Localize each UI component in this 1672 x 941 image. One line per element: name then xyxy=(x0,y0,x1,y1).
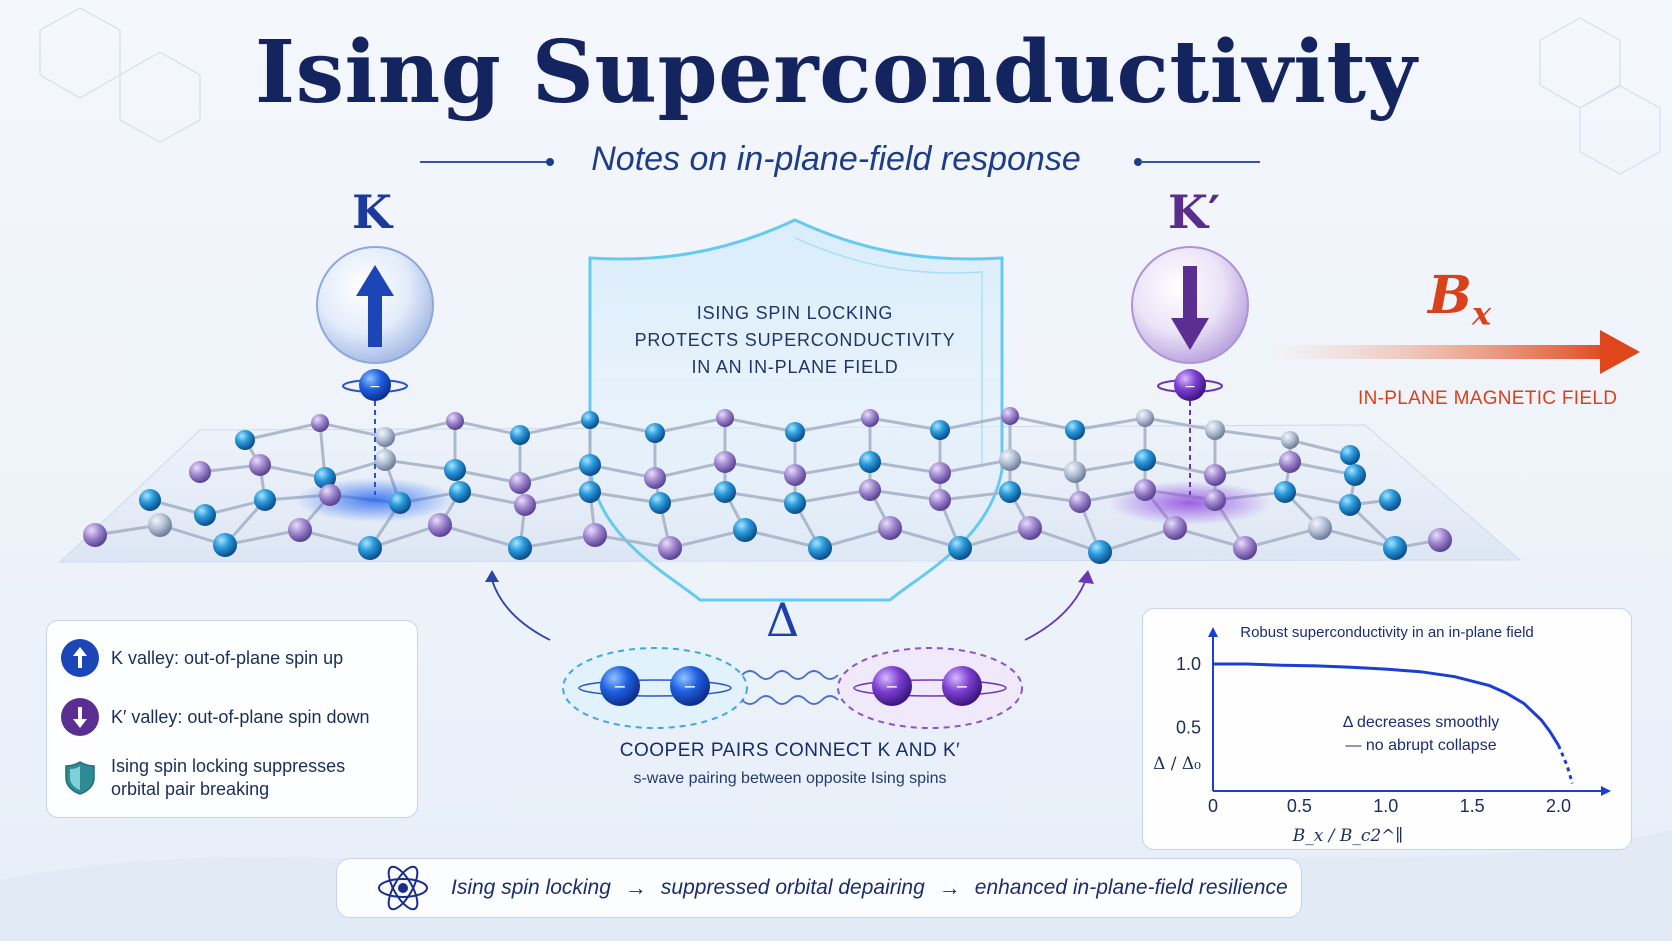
kprime-connect-arrow xyxy=(1024,581,1086,641)
lattice-atoms xyxy=(83,407,1452,564)
gap-vs-field-chart: Robust superconductivity in an in-plane … xyxy=(1153,624,1611,846)
cooper-electron-3 xyxy=(872,666,912,706)
cooper-pair-k-cloud xyxy=(562,647,748,729)
gap-vs-field-graph-panel: Robust superconductivity in an in-plane … xyxy=(1142,608,1632,850)
protection-shield xyxy=(588,218,1004,602)
legend-item-k: K valley: out-of-plane spin up xyxy=(61,639,343,677)
spin-down-arrow-icon xyxy=(61,698,99,736)
subtitle-left-dot xyxy=(546,158,554,166)
pairing-wave-top xyxy=(741,670,839,680)
page-title: Ising Superconductivity xyxy=(254,22,1418,123)
svg-text:−: − xyxy=(613,677,626,696)
flow-step-1: Ising spin locking xyxy=(451,876,611,899)
svg-text:−: − xyxy=(369,379,381,395)
subtitle: Notes on in-plane-field response xyxy=(591,140,1081,178)
k-valley-label: K xyxy=(352,185,392,239)
flow-arrow-1: → xyxy=(624,875,647,900)
flow-step-2: suppressed orbital depairing xyxy=(660,876,925,899)
cooper-electron-2 xyxy=(670,666,710,706)
y-tick-label-0: 0.5 xyxy=(1176,718,1201,738)
shield-line-3: IN AN IN-PLANE FIELD xyxy=(691,357,899,377)
field-arrow-head xyxy=(1600,330,1640,374)
x-tick-label-3: 1.5 xyxy=(1460,796,1485,816)
chart-title: Robust superconductivity in an in-plane … xyxy=(1240,624,1534,641)
chart-annotation-line-1: Δ decreases smoothly xyxy=(1343,714,1500,731)
cooper-pair-subcaption: s-wave pairing between opposite Ising sp… xyxy=(633,770,947,787)
k-connect-arrow xyxy=(491,579,551,641)
atom-icon xyxy=(378,865,428,911)
chart-annotation-line-2: — no abrupt collapse xyxy=(1345,737,1496,754)
y-axis-arrowhead xyxy=(1208,627,1218,637)
shield-text: ISING SPIN LOCKING PROTECTS SUPERCONDUCT… xyxy=(620,300,970,381)
kprime-valley-glow xyxy=(1108,481,1272,525)
x-tick-label-0: 0 xyxy=(1208,796,1218,816)
subtitle-left-rule xyxy=(420,161,548,163)
y-tick-label-1: 1.0 xyxy=(1176,654,1201,674)
spin-up-arrow-icon xyxy=(61,639,99,677)
svg-text:−: − xyxy=(1184,379,1196,395)
gap-curve-solid xyxy=(1213,662,1560,747)
k-spin-up-arrow-icon xyxy=(356,265,394,347)
field-symbol-letter: B xyxy=(1428,265,1472,326)
y-axis-label: Δ / Δ₀ xyxy=(1153,754,1201,774)
cooper-pair-caption: COOPER PAIRS CONNECT K AND K′ xyxy=(619,740,961,761)
flow-arrow-2: → xyxy=(938,875,961,900)
cooper-electron-1 xyxy=(600,666,640,706)
svg-text:−: − xyxy=(955,677,968,696)
cooper-pair-kprime-cloud xyxy=(837,647,1023,729)
legend-panel: K valley: out-of-plane spin up K′ valley… xyxy=(46,620,418,818)
x-axis-label: B_x / B_c2^∥ xyxy=(1292,826,1404,846)
field-symbol-subscript: x xyxy=(1471,294,1492,333)
legend-item-shield: Ising spin locking suppresses orbital pa… xyxy=(61,755,391,801)
legend-text-shield: Ising spin locking suppresses orbital pa… xyxy=(111,756,346,799)
svg-text:−: − xyxy=(885,677,898,696)
field-caption: IN-PLANE MAGNETIC FIELD xyxy=(1358,388,1618,409)
x-tick-label-2: 1.0 xyxy=(1373,796,1398,816)
pairing-wave-bottom xyxy=(741,695,839,705)
kprime-spin-down-arrow-icon xyxy=(1171,266,1209,350)
legend-item-kprime: K′ valley: out-of-plane spin down xyxy=(61,698,370,736)
x-axis-arrowhead xyxy=(1601,786,1611,796)
k-electron xyxy=(359,369,391,401)
shield-icon xyxy=(61,759,99,797)
cooper-electron-4 xyxy=(942,666,982,706)
flow-step-3: enhanced in-plane-field resilience xyxy=(974,876,1288,899)
kprime-electron xyxy=(1174,369,1206,401)
gap-curve-dashed xyxy=(1557,744,1574,784)
subtitle-right-dot xyxy=(1134,158,1142,166)
x-tick-label-4: 2.0 xyxy=(1546,796,1571,816)
legend-text-k: K valley: out-of-plane spin up xyxy=(111,647,344,668)
x-tick-label-1: 0.5 xyxy=(1287,796,1312,816)
subtitle-right-rule xyxy=(1140,161,1260,163)
shield-line-2: PROTECTS SUPERCONDUCTIVITY xyxy=(634,330,956,350)
shield-line-1: ISING SPIN LOCKING xyxy=(696,303,894,323)
svg-text:−: − xyxy=(683,677,696,696)
field-symbol: Bx xyxy=(1428,265,1491,332)
field-arrow-shaft xyxy=(1270,345,1610,359)
gap-delta-symbol: Δ xyxy=(766,593,800,647)
legend-text-kprime: K′ valley: out-of-plane spin down xyxy=(111,706,370,727)
summary-flow-bar: Ising spin locking → suppressed orbital … xyxy=(336,858,1302,918)
kprime-valley-label: K′ xyxy=(1168,185,1221,239)
